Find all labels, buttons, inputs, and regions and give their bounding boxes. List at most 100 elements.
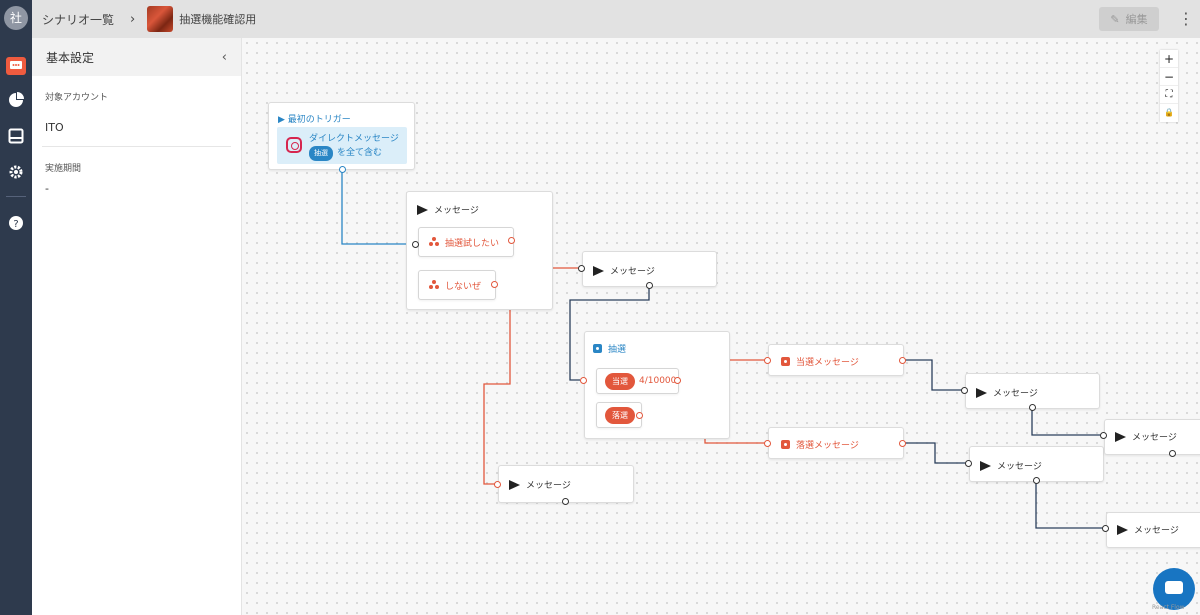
- trigger-text: ダイレクトメッセージ 抽選を全て含む: [309, 133, 399, 161]
- win-pill: 当選: [605, 372, 635, 390]
- message-node-2-title: メッセージ: [593, 264, 655, 277]
- choice-button-try[interactable]: 抽選試したい: [418, 227, 514, 257]
- message-after-lose-input-handle[interactable]: [965, 460, 972, 467]
- message-after-lose-title: メッセージ: [980, 459, 1042, 472]
- avatar[interactable]: 社: [4, 6, 28, 30]
- message-far-node-2[interactable]: メッセージ: [1102, 512, 1200, 548]
- lottery-input-handle[interactable]: [580, 377, 587, 384]
- win-message-node[interactable]: 当選メッセージ: [764, 344, 906, 376]
- message-after-lose-node[interactable]: メッセージ: [965, 446, 1104, 484]
- message-node-2[interactable]: メッセージ: [578, 251, 717, 289]
- lose-message-label: 落選メッセージ: [796, 441, 859, 451]
- dice-icon: [593, 344, 602, 353]
- lottery-title: 抽選: [593, 342, 626, 355]
- lose-output-handle[interactable]: [636, 412, 643, 419]
- send-icon: [1117, 524, 1128, 535]
- edge-message-to-far-2: [1035, 481, 1106, 529]
- period-value: -: [45, 182, 49, 195]
- trigger-line1: ダイレクトメッセージ: [309, 134, 399, 144]
- message-after-win-input-handle[interactable]: [961, 387, 968, 394]
- win-message-title: 当選メッセージ: [781, 355, 859, 368]
- fit-view-button[interactable]: ⛶: [1160, 86, 1178, 104]
- message-no-label: メッセージ: [526, 481, 571, 491]
- message-node-1-input-handle[interactable]: [412, 241, 419, 248]
- choice-button-no-label: しないぜ: [445, 281, 482, 292]
- more-vert-icon[interactable]: ⋮: [1178, 9, 1194, 28]
- zoom-out-button[interactable]: −: [1160, 68, 1178, 86]
- message-far-1-input-handle[interactable]: [1100, 432, 1107, 439]
- win-output-handle[interactable]: [674, 377, 681, 384]
- shapes-icon: [429, 280, 439, 290]
- scenario-title: 抽選機能確認用: [179, 13, 257, 26]
- panel-divider: [42, 146, 231, 147]
- zoom-in-button[interactable]: +: [1160, 50, 1178, 68]
- chat-support-button[interactable]: [1153, 568, 1195, 610]
- message-no-output-handle[interactable]: [562, 498, 569, 505]
- edge-trigger-to-message: [341, 169, 414, 245]
- trigger-node[interactable]: ▶ 最初のトリガー ダイレクトメッセージ 抽選を全て含む: [268, 102, 415, 173]
- trigger-line2-wrap: 抽選を全て含む: [309, 146, 399, 161]
- trigger-line2: を全て含む: [337, 148, 383, 158]
- breadcrumb-scenario-list[interactable]: シナリオ一覧: [42, 12, 115, 27]
- trigger-condition[interactable]: ダイレクトメッセージ 抽選を全て含む: [277, 127, 407, 164]
- flow-canvas[interactable]: ▶ 最初のトリガー ダイレクトメッセージ 抽選を全て含む メッセージ 抽選試した…: [242, 38, 1200, 615]
- trigger-heading: ▶ 最初のトリガー: [278, 115, 351, 125]
- top-bar: シナリオ一覧 › 抽選機能確認用 ✎ 編集 ⋮: [32, 0, 1200, 38]
- send-icon: [980, 460, 991, 471]
- lose-pill: 落選: [605, 406, 635, 424]
- try-output-handle[interactable]: [508, 237, 515, 244]
- win-message-output-handle[interactable]: [899, 357, 906, 364]
- message-after-lose-output-handle[interactable]: [1033, 477, 1040, 484]
- account-value: ITO: [45, 121, 64, 134]
- pie-chart-icon[interactable]: [0, 86, 32, 114]
- message-no-input-handle[interactable]: [494, 481, 501, 488]
- edit-button-label: 編集: [1125, 13, 1148, 26]
- chevron-left-icon[interactable]: ‹: [221, 49, 227, 65]
- lose-message-output-handle[interactable]: [899, 440, 906, 447]
- lose-message-input-handle[interactable]: [764, 440, 771, 447]
- inbox-icon[interactable]: [0, 122, 32, 150]
- message-after-win-title: メッセージ: [976, 386, 1038, 399]
- choice-button-no[interactable]: しないぜ: [418, 270, 496, 300]
- message-after-win-output-handle[interactable]: [1029, 404, 1036, 411]
- period-label: 実施期間: [45, 164, 82, 174]
- message-after-win-node[interactable]: メッセージ: [961, 373, 1100, 411]
- chat-icon[interactable]: [0, 52, 32, 80]
- lose-message-title: 落選メッセージ: [781, 438, 859, 451]
- edit-button[interactable]: ✎ 編集: [1099, 7, 1159, 31]
- message-node-2-output-handle[interactable]: [646, 282, 653, 289]
- lottery-node[interactable]: 抽選 当選 4/10000 落選: [580, 331, 730, 439]
- account-label: 対象アカウント: [45, 93, 109, 103]
- message-node-1[interactable]: メッセージ 抽選試したい しないぜ: [406, 191, 553, 310]
- message-far-1-output-handle[interactable]: [1169, 450, 1176, 457]
- no-output-handle[interactable]: [491, 281, 498, 288]
- win-odds: 4/10000: [639, 376, 677, 386]
- win-message-label: 当選メッセージ: [796, 358, 859, 368]
- lottery-win-row[interactable]: 当選 4/10000: [596, 368, 679, 394]
- trigger-output-handle[interactable]: [339, 166, 346, 173]
- message-far-2-input-handle[interactable]: [1102, 525, 1109, 532]
- message-no-node[interactable]: メッセージ: [494, 465, 634, 505]
- scenario-thumbnail: [147, 6, 174, 32]
- panel-header: 基本設定 ‹: [32, 38, 241, 76]
- help-icon[interactable]: ?: [0, 209, 32, 237]
- lock-button[interactable]: 🔒: [1164, 108, 1174, 117]
- react-flow-attribution: React Flow: [1152, 604, 1185, 611]
- edge-losemsg-to-message: [903, 442, 968, 464]
- choice-button-try-label: 抽選試したい: [445, 238, 500, 249]
- chevron-right-icon: ›: [130, 11, 136, 27]
- edge-message-to-lottery: [569, 285, 650, 381]
- dice-icon: [781, 357, 790, 366]
- svg-text:?: ?: [13, 219, 18, 230]
- win-message-input-handle[interactable]: [764, 357, 771, 364]
- message-node-2-input-handle[interactable]: [578, 265, 585, 272]
- gear-icon[interactable]: [0, 158, 32, 186]
- lose-message-node[interactable]: 落選メッセージ: [764, 427, 906, 459]
- shapes-icon: [429, 237, 439, 247]
- message-after-lose-label: メッセージ: [997, 462, 1042, 472]
- edge-winmsg-to-message: [903, 359, 964, 391]
- send-icon: [509, 479, 520, 490]
- message-far-node-1[interactable]: メッセージ: [1100, 419, 1200, 457]
- message-node-1-label: メッセージ: [434, 206, 479, 216]
- send-icon: [417, 204, 428, 215]
